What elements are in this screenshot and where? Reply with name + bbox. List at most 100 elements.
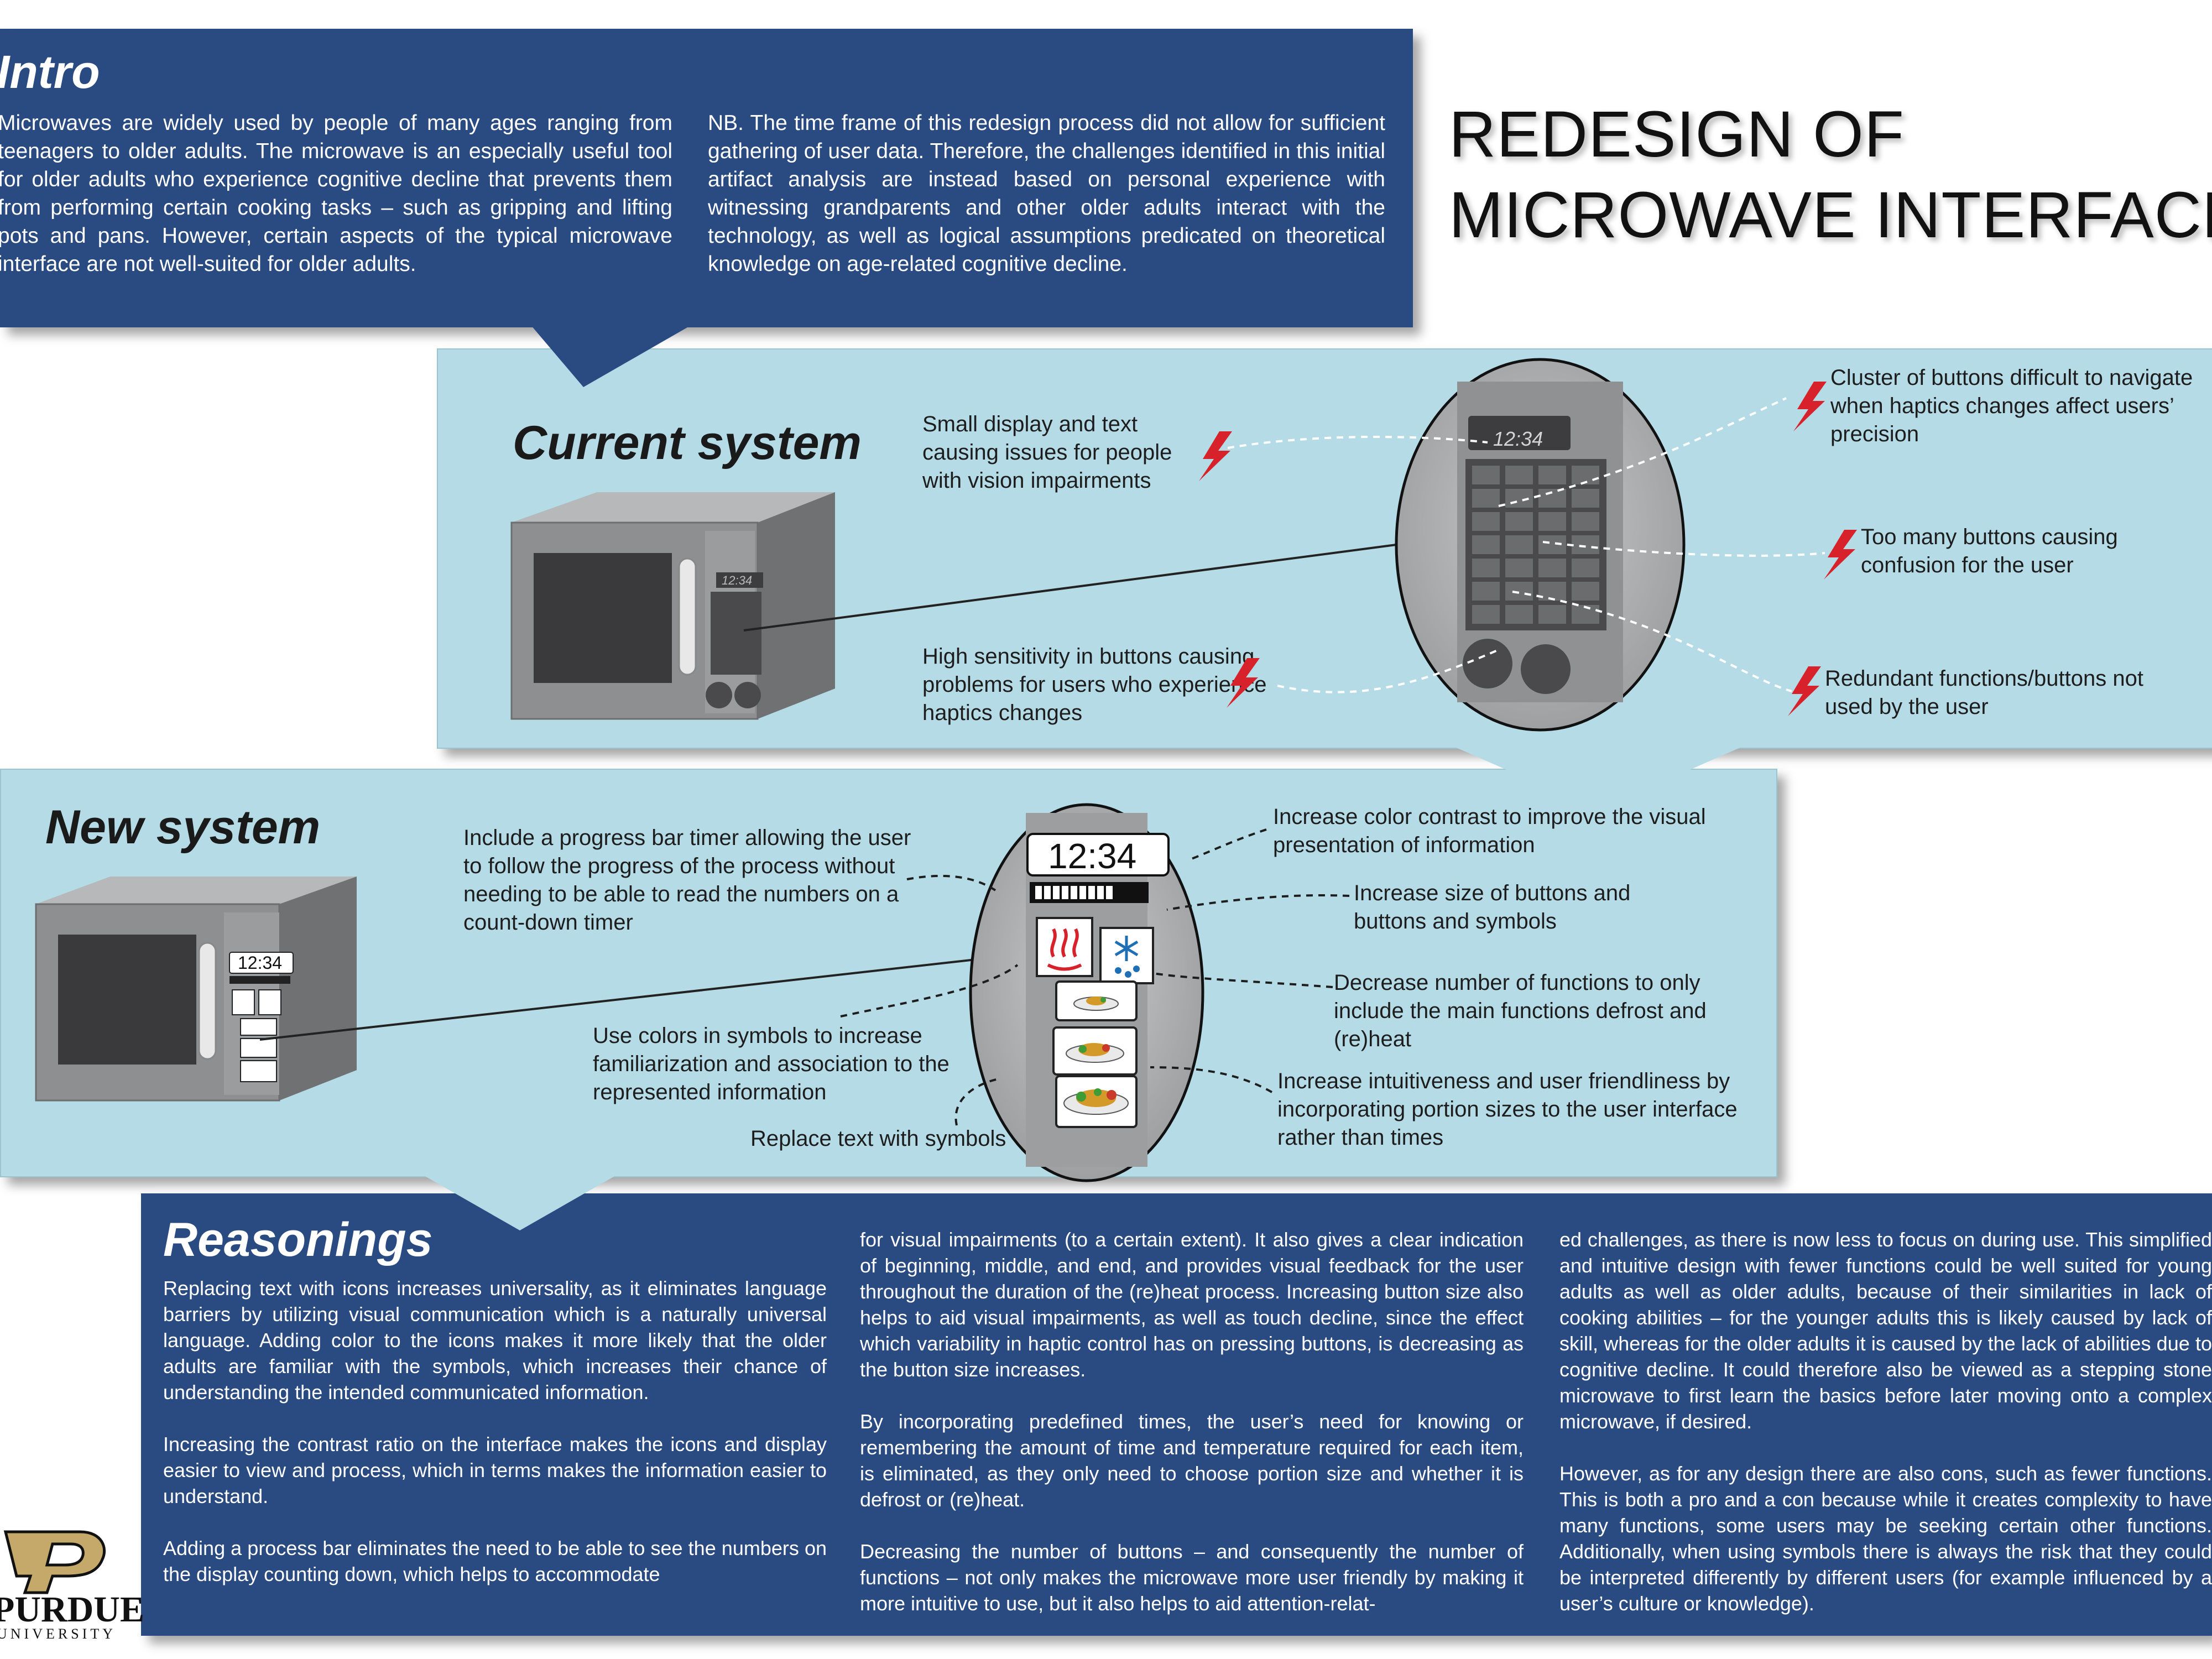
- intro-paragraph-2: NB. The time frame of this redesign proc…: [708, 111, 1385, 276]
- keypad-button[interactable]: [1505, 605, 1533, 624]
- reasonings-col1-para: Replacing text with icons increases univ…: [163, 1277, 827, 1404]
- reasonings-col2-para: for visual impairments (to a certain ext…: [860, 1228, 1524, 1381]
- small-portion-button[interactable]: [1055, 980, 1138, 1021]
- reasonings-col3-para: However, as for any design there are als…: [1559, 1462, 2212, 1615]
- keypad-button[interactable]: [1572, 582, 1599, 601]
- annotation-too-many: Too many buttons causing confusion for t…: [1861, 525, 2118, 577]
- annotation-small-display: Small display and text causing issues fo…: [922, 412, 1172, 493]
- lightning-bolt-icon: [1199, 431, 1232, 481]
- current-system-heading: Current system: [513, 416, 862, 469]
- current-zoom-oval: 12:34: [1395, 358, 1686, 732]
- progress-cell: [1079, 886, 1086, 899]
- reasonings-panel: Reasonings Replacing text with icons inc…: [141, 1193, 2212, 1636]
- progress-cell: [1097, 886, 1104, 899]
- defrost-button[interactable]: [1099, 927, 1154, 984]
- progress-cell: [1088, 886, 1095, 899]
- reasonings-column-1: Replacing text with icons increases univ…: [163, 1275, 827, 1613]
- new-arrow: [420, 1173, 619, 1230]
- current-pointer-line: [743, 544, 1397, 632]
- keypad-button[interactable]: [1472, 582, 1500, 601]
- keypad-button[interactable]: [1572, 489, 1599, 508]
- reasonings-col2-para: By incorporating predefined times, the u…: [860, 1410, 1524, 1511]
- keypad-button[interactable]: [1572, 512, 1599, 531]
- progress-cell: [1044, 886, 1051, 899]
- intro-panel: Intro Microwaves are widely used by peop…: [0, 29, 1413, 327]
- keypad-button[interactable]: [1472, 489, 1500, 508]
- intro-paragraph-1: Microwaves are widely used by people of …: [0, 111, 672, 276]
- annotation-color-contrast: Increase color contrast to improve the v…: [1273, 805, 1706, 857]
- reheat-button[interactable]: [1036, 917, 1093, 977]
- reasonings-heading: Reasonings: [163, 1213, 433, 1266]
- snowflake-icon: [1114, 936, 1139, 961]
- water-drop-icon: [1115, 966, 1140, 978]
- keypad-button[interactable]: [1538, 466, 1566, 484]
- keypad-button[interactable]: [1505, 512, 1533, 531]
- reasonings-col1-para: Adding a process bar eliminates the need…: [163, 1537, 827, 1585]
- keypad-button[interactable]: [1505, 535, 1533, 554]
- lightning-bolt-icon: [1824, 530, 1857, 580]
- svg-text:12:34: 12:34: [722, 573, 752, 587]
- lightning-bolt-icon: [1788, 666, 1821, 716]
- new-small-display-time: 12:34: [238, 953, 282, 973]
- heat-icon: [1047, 928, 1082, 971]
- lightning-bolt-icon: [1793, 382, 1827, 431]
- keypad-button[interactable]: [1472, 535, 1500, 554]
- progress-cell: [1035, 886, 1042, 899]
- progress-cell: [1071, 886, 1077, 899]
- poster-title: REDESIGN OF MICROWAVE INTERFACE: [1449, 94, 2212, 255]
- progress-cell: [1053, 886, 1060, 899]
- reasonings-col3-para: ed challenges, as there is now less to f…: [1559, 1228, 2212, 1433]
- keypad-button[interactable]: [1538, 605, 1566, 624]
- purdue-logo: PURDUE UNIVERSITY: [0, 1530, 144, 1642]
- keypad-button[interactable]: [1505, 559, 1533, 577]
- new-display-time: 12:34: [1048, 836, 1136, 876]
- annotation-symbol-colors: Use colors in symbols to increase famili…: [593, 1024, 950, 1104]
- current-button-grid: [1472, 466, 1599, 624]
- reasonings-column-2: for visual impairments (to a certain ext…: [860, 1227, 1524, 1642]
- keypad-button[interactable]: [1572, 559, 1599, 577]
- annotation-button-size: Increase size of buttons and buttons and…: [1354, 881, 1631, 933]
- keypad-button[interactable]: [1472, 512, 1500, 531]
- progress-bar: [1035, 886, 1113, 899]
- keypad-button[interactable]: [1538, 559, 1566, 577]
- current-microwave: 12:34: [510, 492, 835, 720]
- keypad-button[interactable]: [1538, 582, 1566, 601]
- reasonings-col1-para: Increasing the contrast ratio on the int…: [163, 1433, 827, 1507]
- annotation-decrease-functions: Decrease number of functions to only inc…: [1334, 971, 1707, 1051]
- new-system-heading: New system: [45, 801, 321, 854]
- large-portion-button[interactable]: [1055, 1075, 1138, 1128]
- keypad-button[interactable]: [1538, 489, 1566, 508]
- keypad-button[interactable]: [1505, 489, 1533, 508]
- annotation-progress-bar: Include a progress bar timer allowing th…: [463, 826, 911, 935]
- intro-heading: Intro: [0, 46, 100, 98]
- annotation-redundant: Redundant functions/buttons not used by …: [1825, 666, 2143, 719]
- reasonings-col2-para: Decreasing the number of buttons – and c…: [860, 1540, 1524, 1615]
- reasonings-column-3: ed challenges, as there is now less to f…: [1559, 1227, 2212, 1642]
- keypad-button[interactable]: [1538, 535, 1566, 554]
- title-line-1: REDESIGN OF: [1449, 98, 1905, 171]
- logo-sub: UNIVERSITY: [0, 1626, 116, 1642]
- progress-cell: [1106, 886, 1113, 899]
- intro-arrow: [531, 325, 691, 387]
- current-annotation-lines: [1227, 397, 1825, 693]
- annotation-high-sensitivity: High sensitivity in buttons causing prob…: [922, 644, 1267, 725]
- keypad-button[interactable]: [1472, 559, 1500, 577]
- annotation-cluster: Cluster of buttons difficult to navigate…: [1830, 366, 2193, 446]
- keypad-button[interactable]: [1472, 605, 1500, 624]
- keypad-button[interactable]: [1505, 582, 1533, 601]
- title-line-2: MICROWAVE INTERFACE: [1449, 179, 2212, 252]
- keypad-button[interactable]: [1472, 466, 1500, 484]
- purdue-p-mark: [3, 1530, 106, 1594]
- logo-name: PURDUE: [0, 1589, 144, 1630]
- medium-portion-button[interactable]: [1052, 1026, 1138, 1076]
- annotation-intuitiveness: Increase intuitiveness and user friendli…: [1277, 1069, 1738, 1150]
- keypad-button[interactable]: [1572, 535, 1599, 554]
- annotation-replace-text: Replace text with symbols: [750, 1126, 1006, 1151]
- keypad-button[interactable]: [1538, 512, 1566, 531]
- keypad-button[interactable]: [1505, 466, 1533, 484]
- new-microwave: 12:34: [35, 877, 357, 1102]
- current-display-time: 12:34: [1493, 427, 1543, 450]
- lightning-bolt-icon: [1227, 658, 1260, 708]
- new-zoom-oval: 12:34: [969, 803, 1204, 1182]
